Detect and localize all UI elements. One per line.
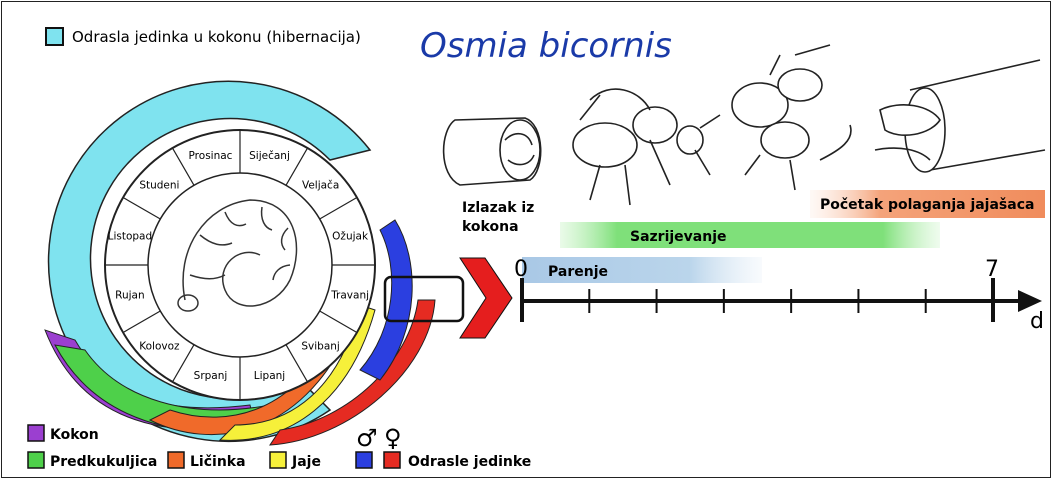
timeline-end-label: 7	[985, 257, 999, 282]
laying-label: Početak polaganja jajašaca	[820, 197, 1034, 213]
mating-label: Parenje	[548, 264, 608, 280]
timeline-unit-label: d	[1030, 309, 1044, 334]
bee-mating-illustration	[732, 45, 851, 190]
month-label: Travanj	[330, 290, 369, 302]
bee-nesting-illustration	[875, 60, 1045, 172]
legend-swatch-cocoon	[28, 425, 44, 441]
maturation-bar	[560, 222, 940, 248]
legend-swatch-egg	[270, 452, 286, 468]
month-label: Prosinac	[189, 150, 233, 162]
month-label: Studeni	[139, 179, 179, 191]
timeline-start-label: 0	[514, 257, 528, 282]
male-symbol: ♂	[356, 424, 378, 452]
cocoon-illustration	[444, 118, 541, 185]
diagram-title: Osmia bicornis	[420, 26, 672, 66]
month-label: Svibanj	[301, 341, 339, 353]
legend-label-larva: Ličinka	[190, 454, 246, 470]
month-label: Kolovoz	[139, 341, 180, 353]
female-symbol: ♀	[384, 424, 402, 452]
legend-swatch-male	[356, 452, 372, 468]
month-label: Veljača	[302, 179, 339, 191]
legend-swatch-larva	[168, 452, 184, 468]
month-label: Lipanj	[254, 370, 285, 382]
arrow-right-icon	[460, 258, 512, 338]
maturation-label: Sazrijevanje	[630, 229, 727, 245]
bee-emerging-illustration	[573, 89, 720, 205]
legend-swatch-hibernation	[46, 28, 63, 45]
cycle-wheel: SiječanjVeljačaOžujakTravanjSvibanjLipan…	[45, 81, 435, 445]
month-label: Rujan	[115, 290, 145, 302]
emergence-label-line-2: kokona	[462, 219, 519, 235]
legend-swatch-prepupa	[28, 452, 44, 468]
legend-label-egg: Jaje	[291, 454, 321, 470]
inner-circle	[148, 173, 332, 357]
legend-label-hibernation: Odrasla jedinka u kokonu (hibernacija)	[72, 28, 361, 46]
month-label: Siječanj	[249, 150, 290, 162]
legend-swatch-female	[384, 452, 400, 468]
emergence-label-line-1: Izlazak iz	[462, 200, 534, 216]
legend-label-prepupa: Predkukuljica	[50, 454, 157, 470]
month-label: Ožujak	[332, 230, 369, 242]
month-label: Listopad	[108, 230, 153, 242]
legend-label-adults: Odrasle jedinke	[408, 454, 531, 470]
month-label: Srpanj	[194, 370, 228, 382]
legend-label-cocoon: Kokon	[50, 427, 99, 443]
